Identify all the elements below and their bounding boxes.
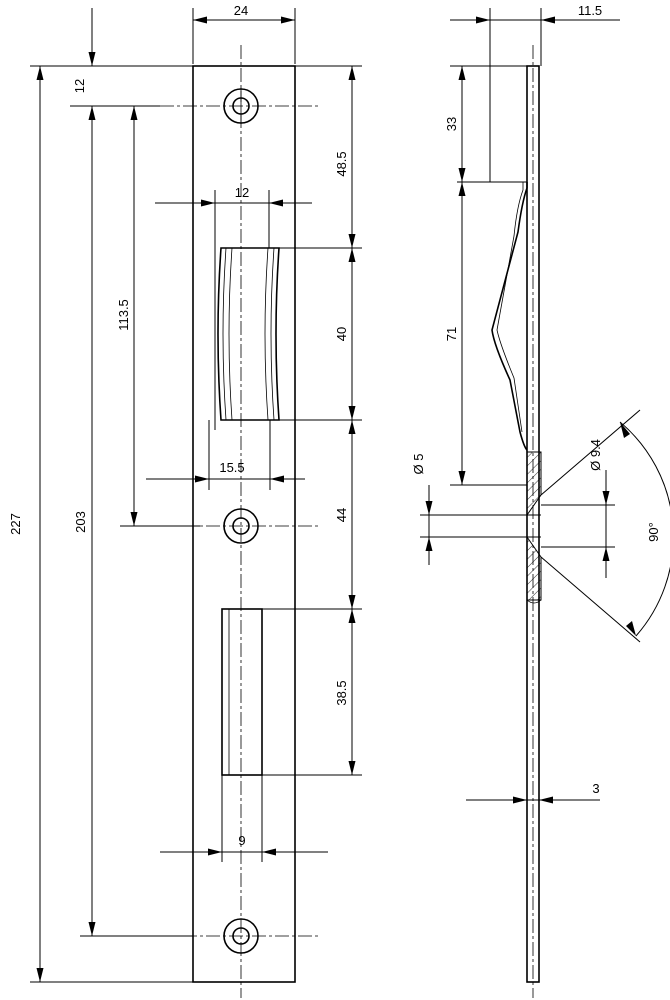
- dim-label-bolt-height: 38.5: [334, 680, 349, 705]
- dim-label-hole-dia-large: Ø 9.4: [588, 439, 603, 471]
- dim-label-countersink-angle: 90°: [646, 522, 661, 542]
- dim-label-depth: 11.5: [578, 3, 602, 18]
- dim-top-hole-offset: 12: [30, 8, 193, 130]
- dim-hole-dia-small: Ø 5: [411, 454, 527, 565]
- dim-total-length: 227: [8, 66, 193, 983]
- screw-hole-bottom: [223, 918, 259, 954]
- dim-label-top-hole-offset: 12: [72, 79, 87, 93]
- dim-label-ramp-length: 71: [444, 327, 459, 341]
- dim-label-top-to-latch: 48.5: [334, 151, 349, 176]
- dim-hole-span-203: 203: [73, 106, 193, 937]
- dim-label-total-length: 227: [8, 513, 23, 535]
- latch-opening: [217, 247, 280, 421]
- dim-label-latch-to-bolt: 44: [334, 508, 349, 522]
- section-hatching: [526, 451, 542, 604]
- dim-label-hole-span-113: 113.5: [116, 299, 131, 331]
- dim-label-latch-offset: 15.5: [219, 460, 244, 475]
- dim-plate-width: 24: [192, 3, 296, 64]
- screw-hole-middle: [223, 508, 259, 544]
- dim-label-plate-width: 24: [234, 3, 248, 18]
- dim-hole-span-113: 113.5: [116, 106, 200, 527]
- dim-countersink-angle: 90°: [540, 409, 670, 643]
- dim-label-hole-span-203: 203: [73, 511, 88, 533]
- dim-latch-offset: 15.5: [146, 420, 305, 490]
- dim-hole-dia-large: Ø 9.4: [541, 439, 615, 578]
- dim-depth: 11.5: [450, 3, 620, 66]
- dim-label-top-to-ramp: 33: [444, 117, 459, 131]
- dim-label-bolt-width: 9: [238, 833, 245, 848]
- dim-chain-right: 48.5 40 44 38.5: [262, 65, 362, 776]
- bolt-opening: [221, 608, 263, 776]
- dim-label-latch-height: 40: [334, 327, 349, 341]
- dim-label-latch-width: 12: [235, 185, 249, 200]
- screw-hole-top: [223, 88, 259, 124]
- side-view: Ø 5 Ø 9.4 90° 11.5: [411, 3, 670, 998]
- strike-plate-outline: [192, 65, 296, 983]
- dim-latch-width: 12: [155, 185, 312, 430]
- dim-side-vertical-chain: 33 71: [444, 65, 527, 486]
- dim-bolt-width: 9: [160, 775, 328, 862]
- dim-label-thickness: 3: [592, 781, 599, 796]
- dim-thickness: 3: [466, 781, 600, 804]
- front-view: 24 12 227 203: [8, 3, 362, 998]
- dim-label-hole-dia-small: Ø 5: [411, 454, 426, 475]
- ramp-profile: [491, 182, 528, 451]
